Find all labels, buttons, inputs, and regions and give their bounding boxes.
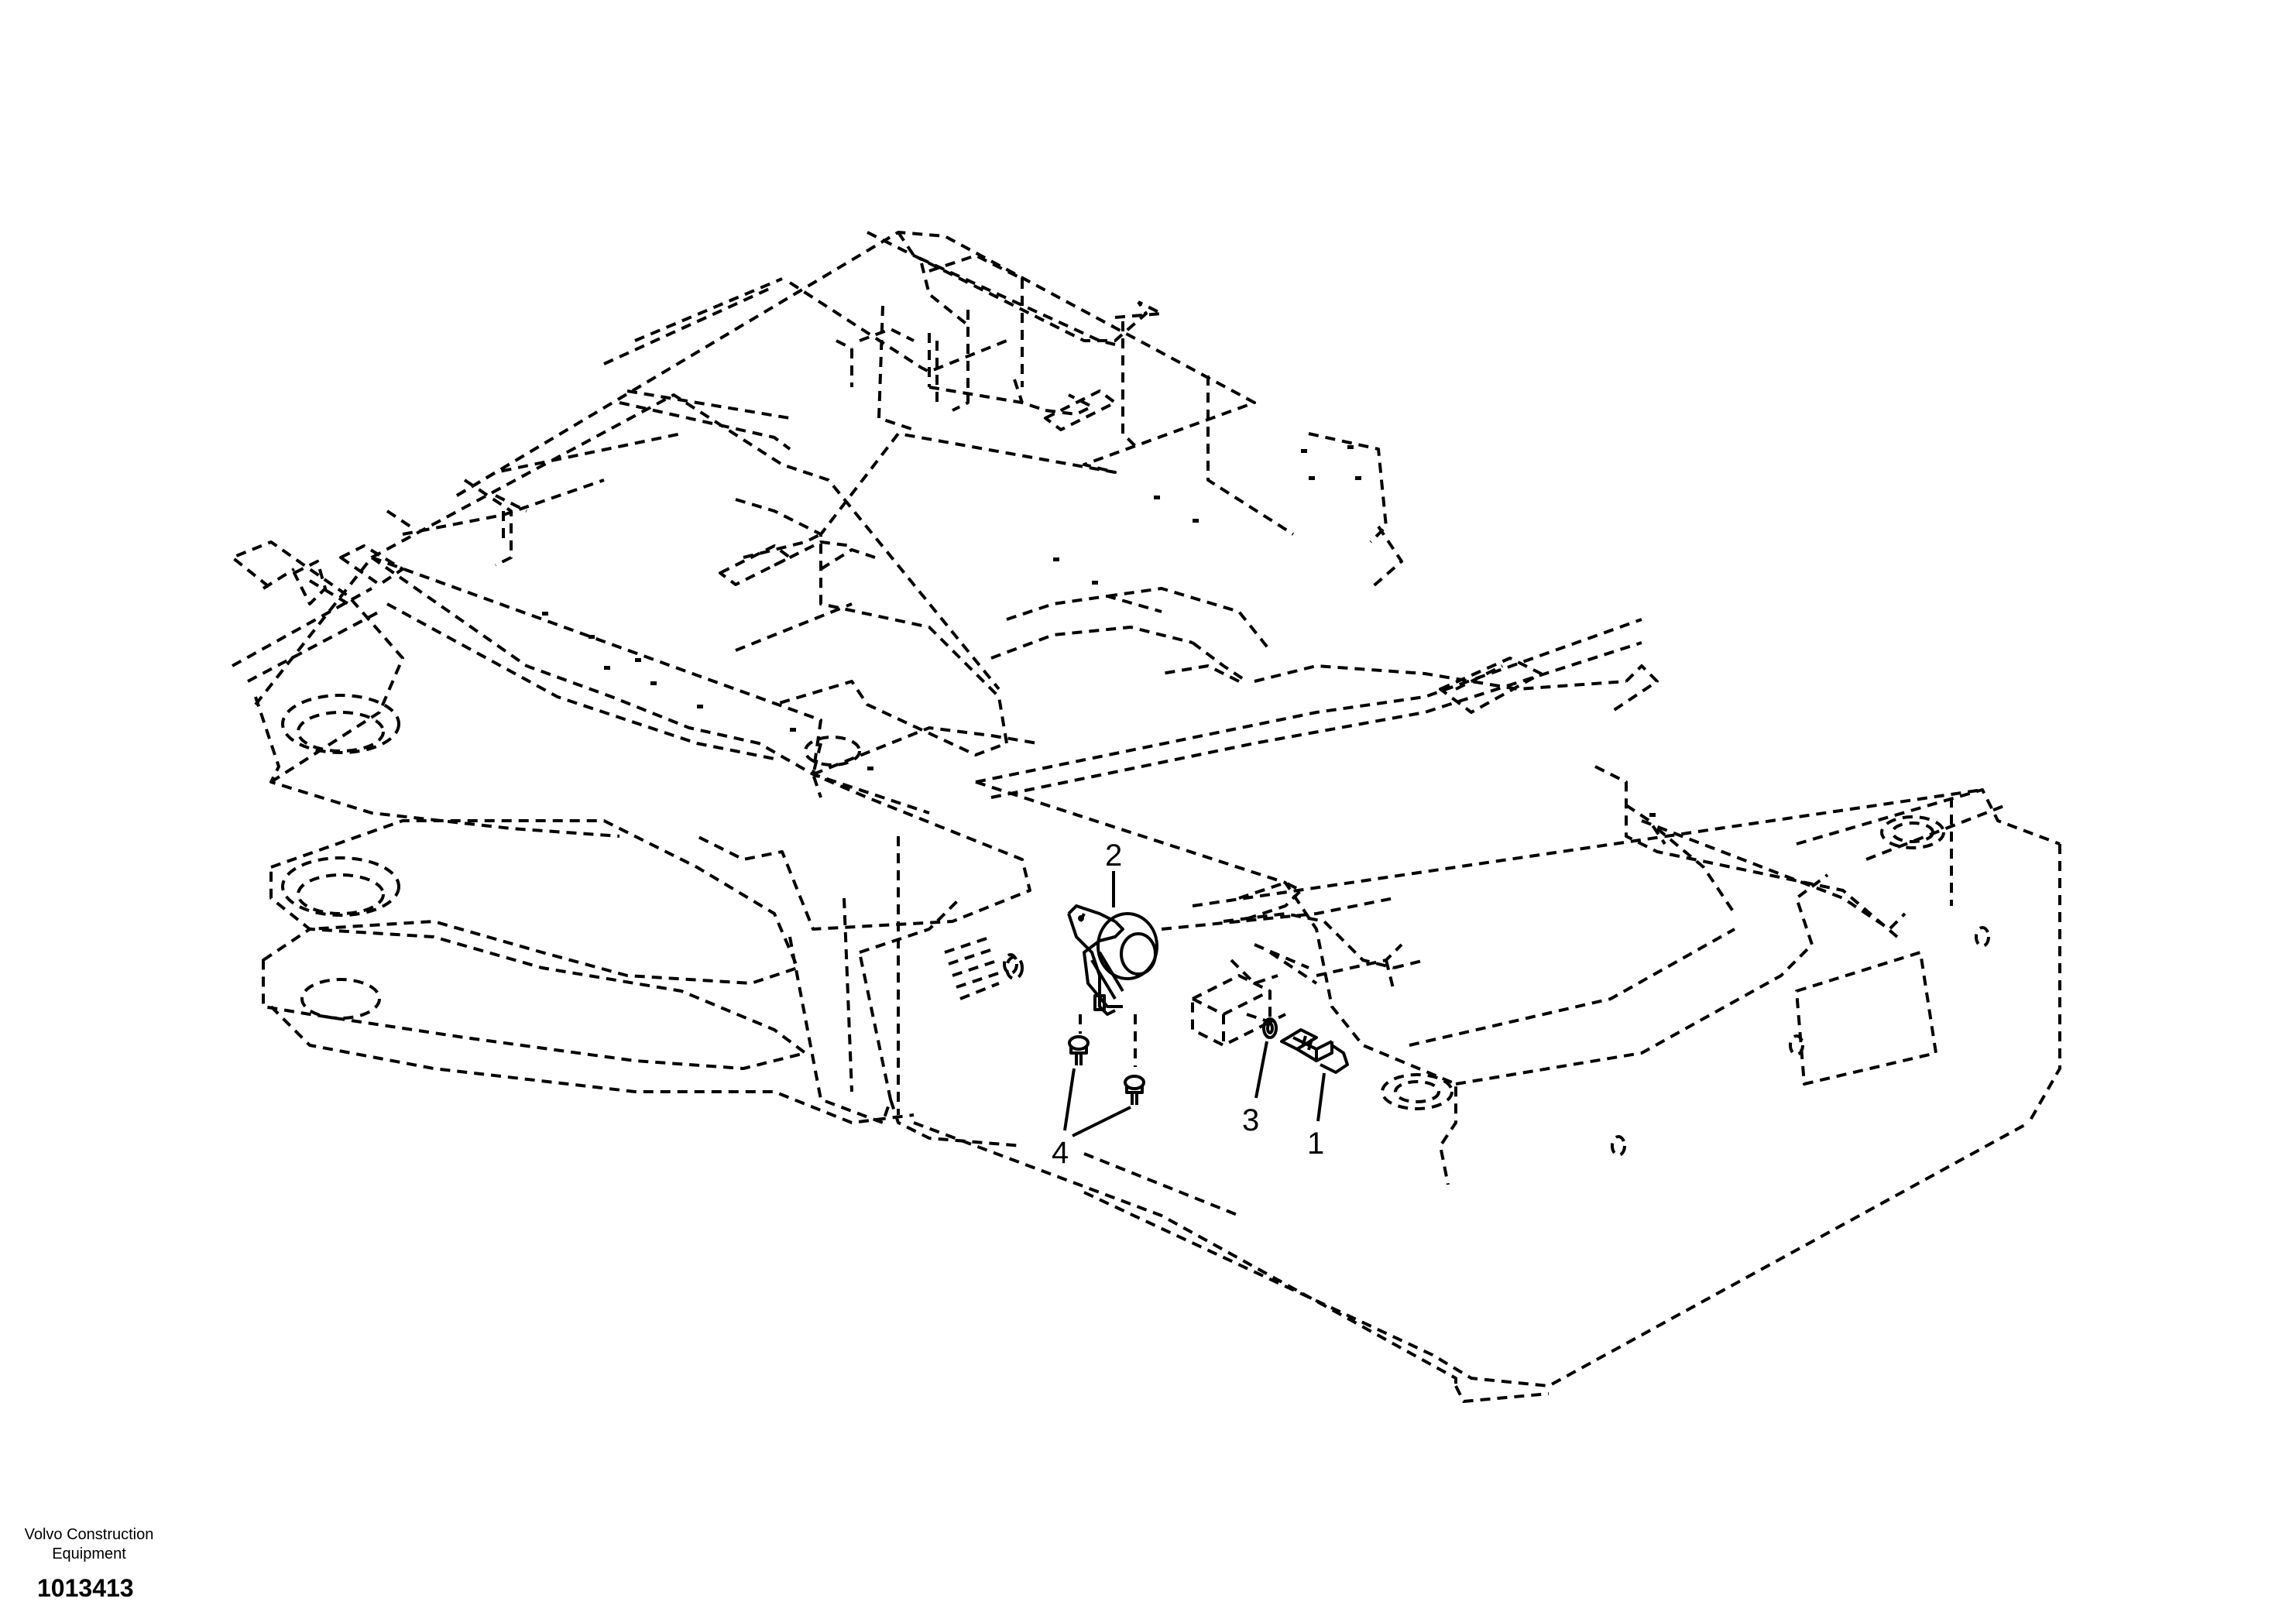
callout-1: 1 (1307, 1072, 1326, 1161)
callout-label-1: 1 (1307, 1127, 1324, 1161)
brand-block: Volvo Construction Equipment (0, 1525, 178, 1564)
upper-frame-outline (231, 231, 1403, 1147)
right-frame-outline (913, 618, 2061, 1403)
callout-label-3: 3 (1242, 1103, 1259, 1137)
callout-2: 2 (1105, 839, 1122, 907)
brand-line-2: Equipment (52, 1545, 126, 1562)
part-2-horn (1067, 904, 1158, 1016)
screw-left (1068, 1014, 1090, 1065)
callout-4: 4 (1052, 1068, 1131, 1170)
document-number: 1013413 (37, 1574, 134, 1602)
callout-label-2: 2 (1105, 839, 1122, 873)
part-3-o-ring (1262, 1017, 1278, 1039)
callout-3: 3 (1242, 1041, 1268, 1137)
top-platform-outline (719, 231, 1272, 683)
holes-pattern (542, 445, 1656, 817)
part-4-screws (1068, 1014, 1145, 1105)
grille-vents (944, 935, 1024, 1000)
screw-right (1124, 1014, 1145, 1105)
callout-label-4: 4 (1052, 1136, 1069, 1170)
part-1-sensor (1280, 1028, 1349, 1074)
brand-line-1: Volvo Construction (24, 1526, 154, 1543)
hose-and-block (1191, 881, 1426, 1047)
